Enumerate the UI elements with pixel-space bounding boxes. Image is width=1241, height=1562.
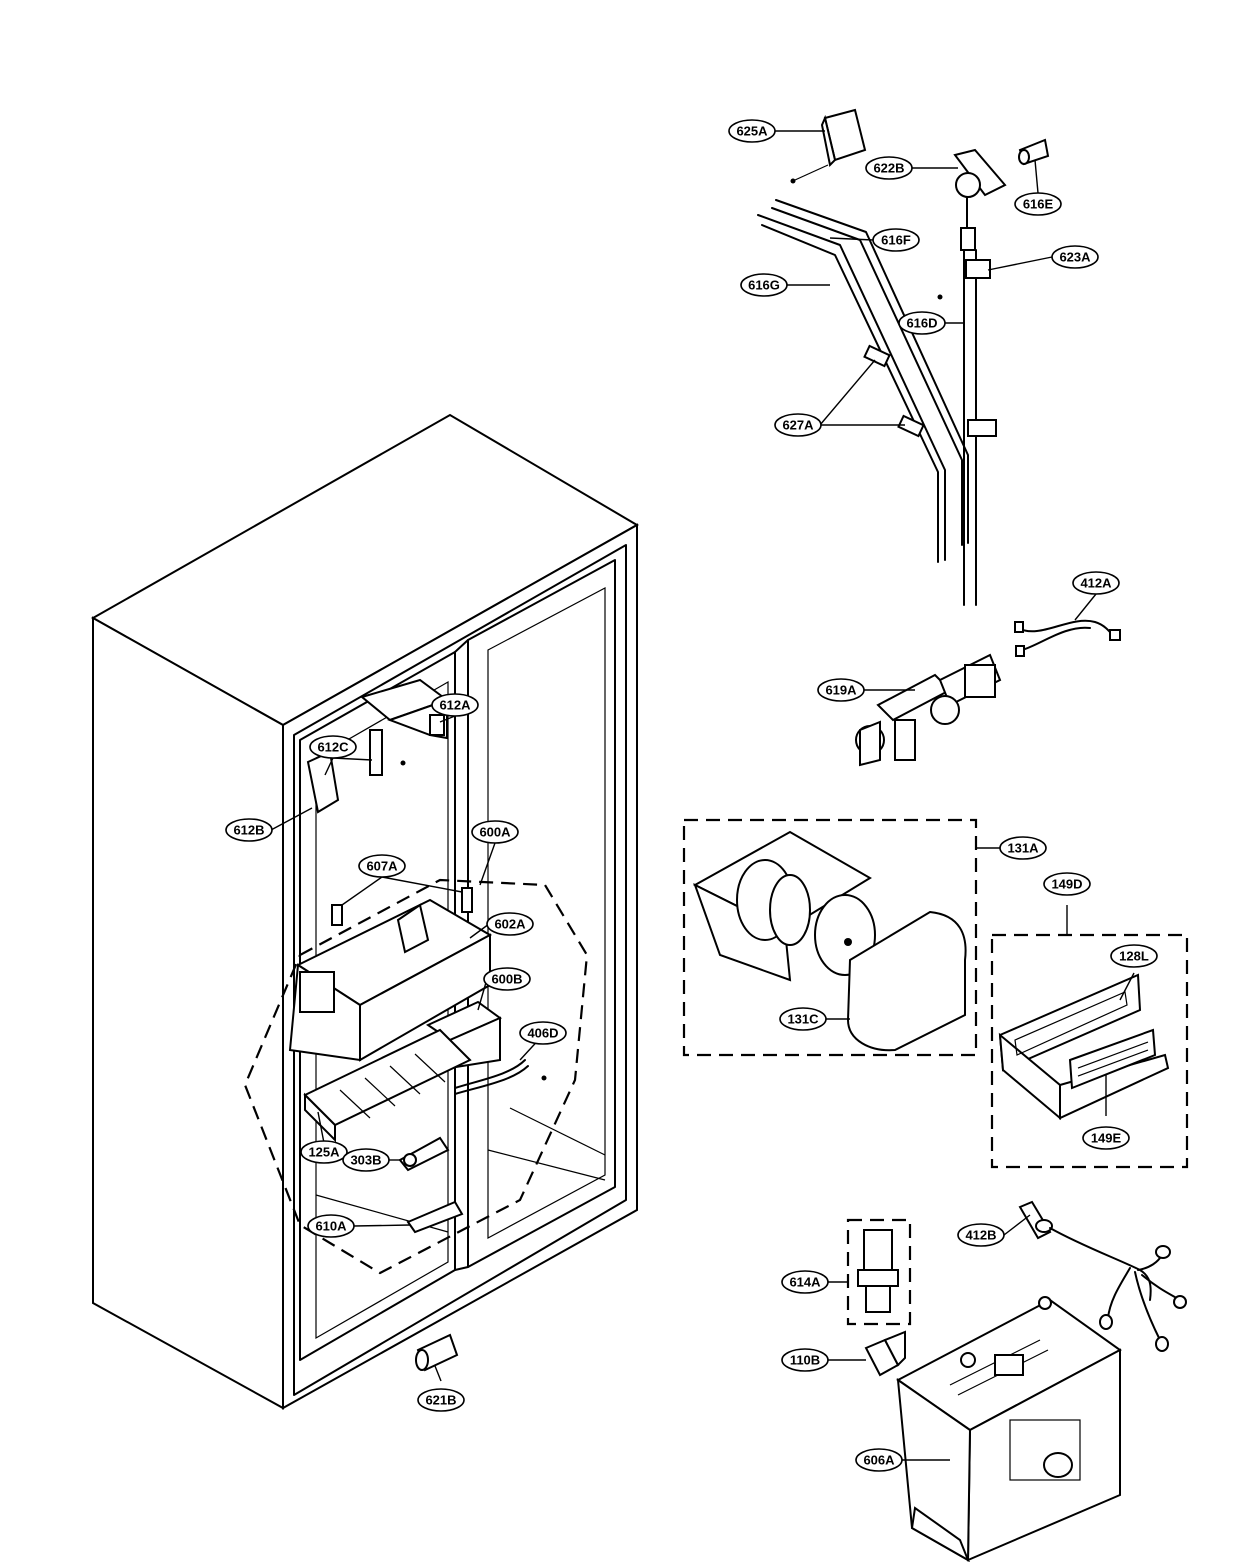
- relay-group: [846, 1218, 912, 1326]
- svg-text:616G: 616G: [748, 278, 780, 293]
- callout-623A[interactable]: 623A: [1051, 245, 1099, 269]
- part-625A: [790, 108, 867, 184]
- svg-text:131C: 131C: [787, 1012, 819, 1027]
- svg-text:625A: 625A: [736, 124, 768, 139]
- callout-149E[interactable]: 149E: [1082, 1126, 1130, 1150]
- svg-text:602A: 602A: [494, 917, 526, 932]
- callout-612A[interactable]: 612A: [431, 693, 479, 717]
- callout-616F[interactable]: 616F: [872, 228, 920, 252]
- svg-text:412B: 412B: [965, 1228, 996, 1243]
- callout-616D[interactable]: 616D: [898, 311, 946, 335]
- callout-621B[interactable]: 621B: [417, 1388, 465, 1412]
- callout-128L[interactable]: 128L: [1110, 944, 1158, 968]
- callout-627A[interactable]: 627A: [774, 413, 822, 437]
- svg-text:607A: 607A: [366, 859, 398, 874]
- callout-612C[interactable]: 612C: [309, 735, 357, 759]
- svg-text:303B: 303B: [350, 1153, 381, 1168]
- callout-412A[interactable]: 412A: [1072, 571, 1120, 595]
- wire-harness-412B: [1018, 1200, 1187, 1352]
- svg-text:149D: 149D: [1051, 877, 1082, 892]
- callout-612B[interactable]: 612B: [225, 818, 273, 842]
- callout-406D[interactable]: 406D: [519, 1021, 567, 1045]
- callout-600B[interactable]: 600B: [483, 967, 531, 991]
- callout-622B[interactable]: 622B: [865, 156, 913, 180]
- svg-text:616D: 616D: [906, 316, 937, 331]
- svg-text:600A: 600A: [479, 825, 511, 840]
- svg-text:621B: 621B: [425, 1393, 456, 1408]
- svg-text:614A: 614A: [789, 1275, 821, 1290]
- svg-text:125A: 125A: [308, 1145, 340, 1160]
- svg-text:110B: 110B: [790, 1353, 820, 1368]
- callout-619A[interactable]: 619A: [817, 678, 865, 702]
- callout-607A[interactable]: 607A: [358, 854, 406, 878]
- part-110B: [864, 1330, 906, 1377]
- callout-602A[interactable]: 602A: [486, 912, 534, 936]
- svg-text:616F: 616F: [881, 233, 911, 248]
- svg-text:622B: 622B: [873, 161, 904, 176]
- water-valve-619A: [855, 653, 1002, 767]
- callout-616G[interactable]: 616G: [740, 273, 788, 297]
- svg-text:128L: 128L: [1119, 949, 1149, 964]
- callout-110B[interactable]: 110B: [781, 1348, 829, 1372]
- fitting-part: [415, 1333, 459, 1372]
- svg-text:627A: 627A: [782, 418, 814, 433]
- callout-125A[interactable]: 125A: [300, 1140, 348, 1164]
- svg-text:412A: 412A: [1080, 576, 1112, 591]
- auger-motor-group: [682, 818, 978, 1057]
- ice-maker-assembly: [243, 678, 589, 1275]
- callout-303B[interactable]: 303B: [342, 1148, 390, 1172]
- svg-text:619A: 619A: [825, 683, 857, 698]
- svg-text:612C: 612C: [317, 740, 349, 755]
- callout-131C[interactable]: 131C: [779, 1007, 827, 1031]
- dispenser-frame-group: [990, 933, 1189, 1169]
- callout-600A[interactable]: 600A: [471, 820, 519, 844]
- water-tubes: [757, 199, 969, 563]
- wire-harness-412A: [1014, 619, 1121, 657]
- callout-610A[interactable]: 610A: [307, 1214, 355, 1238]
- svg-text:606A: 606A: [863, 1453, 895, 1468]
- svg-text:406D: 406D: [527, 1026, 558, 1041]
- svg-text:623A: 623A: [1059, 250, 1091, 265]
- leader-lines: [270, 130, 1135, 1461]
- svg-text:149E: 149E: [1091, 1131, 1122, 1146]
- callout-131A[interactable]: 131A: [999, 836, 1047, 860]
- callout-labels: 625A 622B 616E 616F 623A 616G 616D 627A …: [225, 119, 1158, 1472]
- svg-text:612B: 612B: [233, 823, 264, 838]
- callout-616E[interactable]: 616E: [1014, 192, 1062, 216]
- svg-text:610A: 610A: [315, 1219, 347, 1234]
- svg-text:616E: 616E: [1023, 197, 1054, 212]
- refrigerator-cabinet: [90, 413, 640, 1410]
- dispenser-housing-606A: [896, 1296, 1122, 1562]
- callout-149D[interactable]: 149D: [1043, 872, 1091, 896]
- svg-text:600B: 600B: [491, 972, 522, 987]
- water-inlet-tube: [937, 138, 1050, 606]
- svg-text:612A: 612A: [439, 698, 471, 713]
- callout-412B[interactable]: 412B: [957, 1223, 1005, 1247]
- svg-text:131A: 131A: [1007, 841, 1039, 856]
- callout-625A[interactable]: 625A: [728, 119, 776, 143]
- callout-606A[interactable]: 606A: [855, 1448, 903, 1472]
- callout-614A[interactable]: 614A: [781, 1270, 829, 1294]
